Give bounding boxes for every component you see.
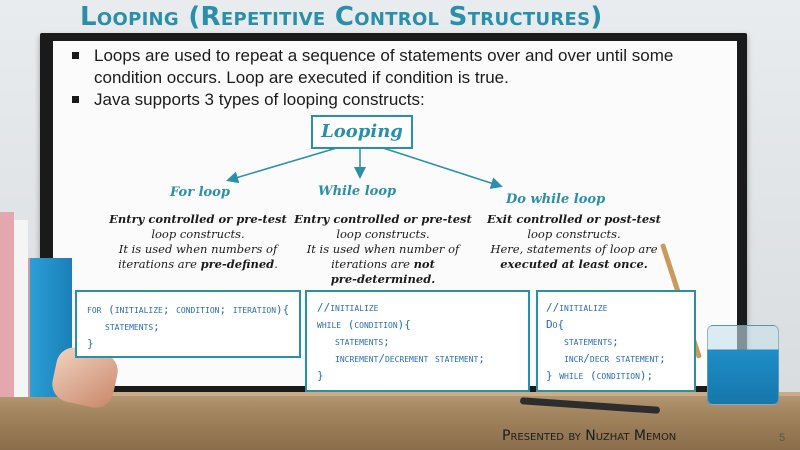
arrow-to-do-while-loop [379,146,503,189]
code-line: statements; [335,335,390,348]
code-line: increment/decrement statement; [335,352,485,365]
desc-line: . [274,257,278,271]
code-line: incr/decr statement; [564,352,666,365]
code-line: } [317,369,324,382]
code-line: //initialize [546,301,608,314]
bullet-text: Java supports 3 types of looping constru… [94,90,425,109]
desc-line: Entry controlled or pre-test [109,212,287,226]
desc-line: Here, statements of loop are [490,242,658,256]
code-line: for (initialize; condition; iteration){ [87,303,290,316]
desc-line: iterations are [331,257,414,271]
bullet-text-continued: condition occurs. Loop are executed if c… [94,68,509,87]
desc-line: It is used when number of [306,242,460,256]
code-line: } while (condition); [546,369,654,382]
slide-title: Looping (Repetitive Control Structures) [80,2,603,32]
desc-line: loop constructs. [151,227,245,241]
arrow-to-for-loop [226,146,341,184]
code-line: Do{ [546,318,565,331]
shelf-edge [0,392,800,396]
bullet-text: Loops are used to repeat a sequence of s… [94,46,674,65]
for-loop-description: Entry controlled or pre-test loop constr… [100,212,296,272]
bullet-item: Java supports 3 types of looping constru… [66,89,726,111]
bullet-list: Loops are used to repeat a sequence of s… [66,45,726,111]
desc-emphasis: executed at least once. [500,257,648,271]
desc-line: Exit controlled or post-test [487,212,661,226]
desc-line: loop constructs. [527,227,621,241]
while-loop-label: While loop [318,184,397,199]
for-loop-code-box: for (initialize; condition; iteration){ … [75,290,301,358]
book-icon [14,220,28,397]
code-line: //initialize [317,301,379,314]
while-loop-code-box: //initialize while (condition){ statemen… [305,290,530,392]
code-line: while (condition){ [317,318,411,331]
page-number: 5 [779,432,786,444]
do-while-loop-code-box: //initialize Do{ statements; incr/decr s… [536,290,696,392]
bullet-item: Loops are used to repeat a sequence of s… [66,45,726,89]
desc-emphasis: pre-defined [200,257,275,271]
desc-emphasis: pre-determined. [330,272,436,286]
desc-line: loop constructs. [336,227,430,241]
while-loop-description: Entry controlled or pre-test loop constr… [285,212,481,287]
looping-root-node: Looping [311,115,413,149]
do-while-loop-label: Do while loop [506,192,606,207]
desc-line: It is used when numbers of [118,242,278,256]
code-line: statements; [564,335,619,348]
code-line: statements; [105,320,160,333]
desc-line: Entry controlled or pre-test [294,212,472,226]
code-line: } [87,337,94,350]
for-loop-label: For loop [170,185,230,200]
presenter-credit: Presented by Nuzhat Memon [502,428,677,444]
water-jar-icon [707,325,779,405]
desc-line: iterations are [118,257,201,271]
book-icon [0,212,14,397]
desc-emphasis: not [413,257,435,271]
do-while-loop-description: Exit controlled or post-test loop constr… [476,212,672,272]
wooden-shelf [0,392,800,450]
